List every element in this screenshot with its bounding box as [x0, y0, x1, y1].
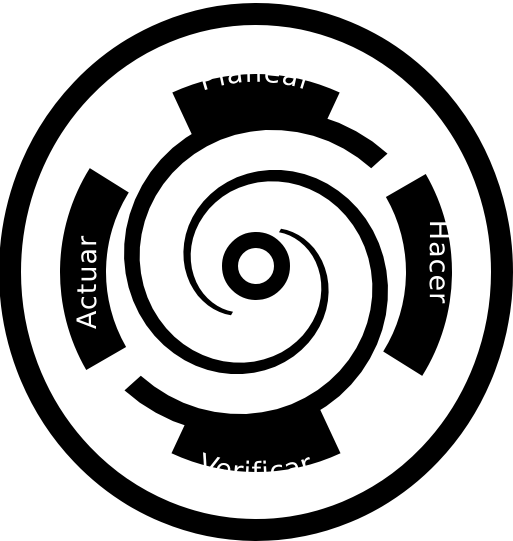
central-spiral — [124, 110, 388, 434]
stage-banners — [60, 74, 452, 472]
stage-label-actuar: Actuar — [72, 235, 103, 329]
spiral-arm-2 — [125, 170, 388, 434]
spiral-center-ring — [230, 240, 282, 292]
stage-label-hacer: Hacer — [423, 220, 454, 304]
